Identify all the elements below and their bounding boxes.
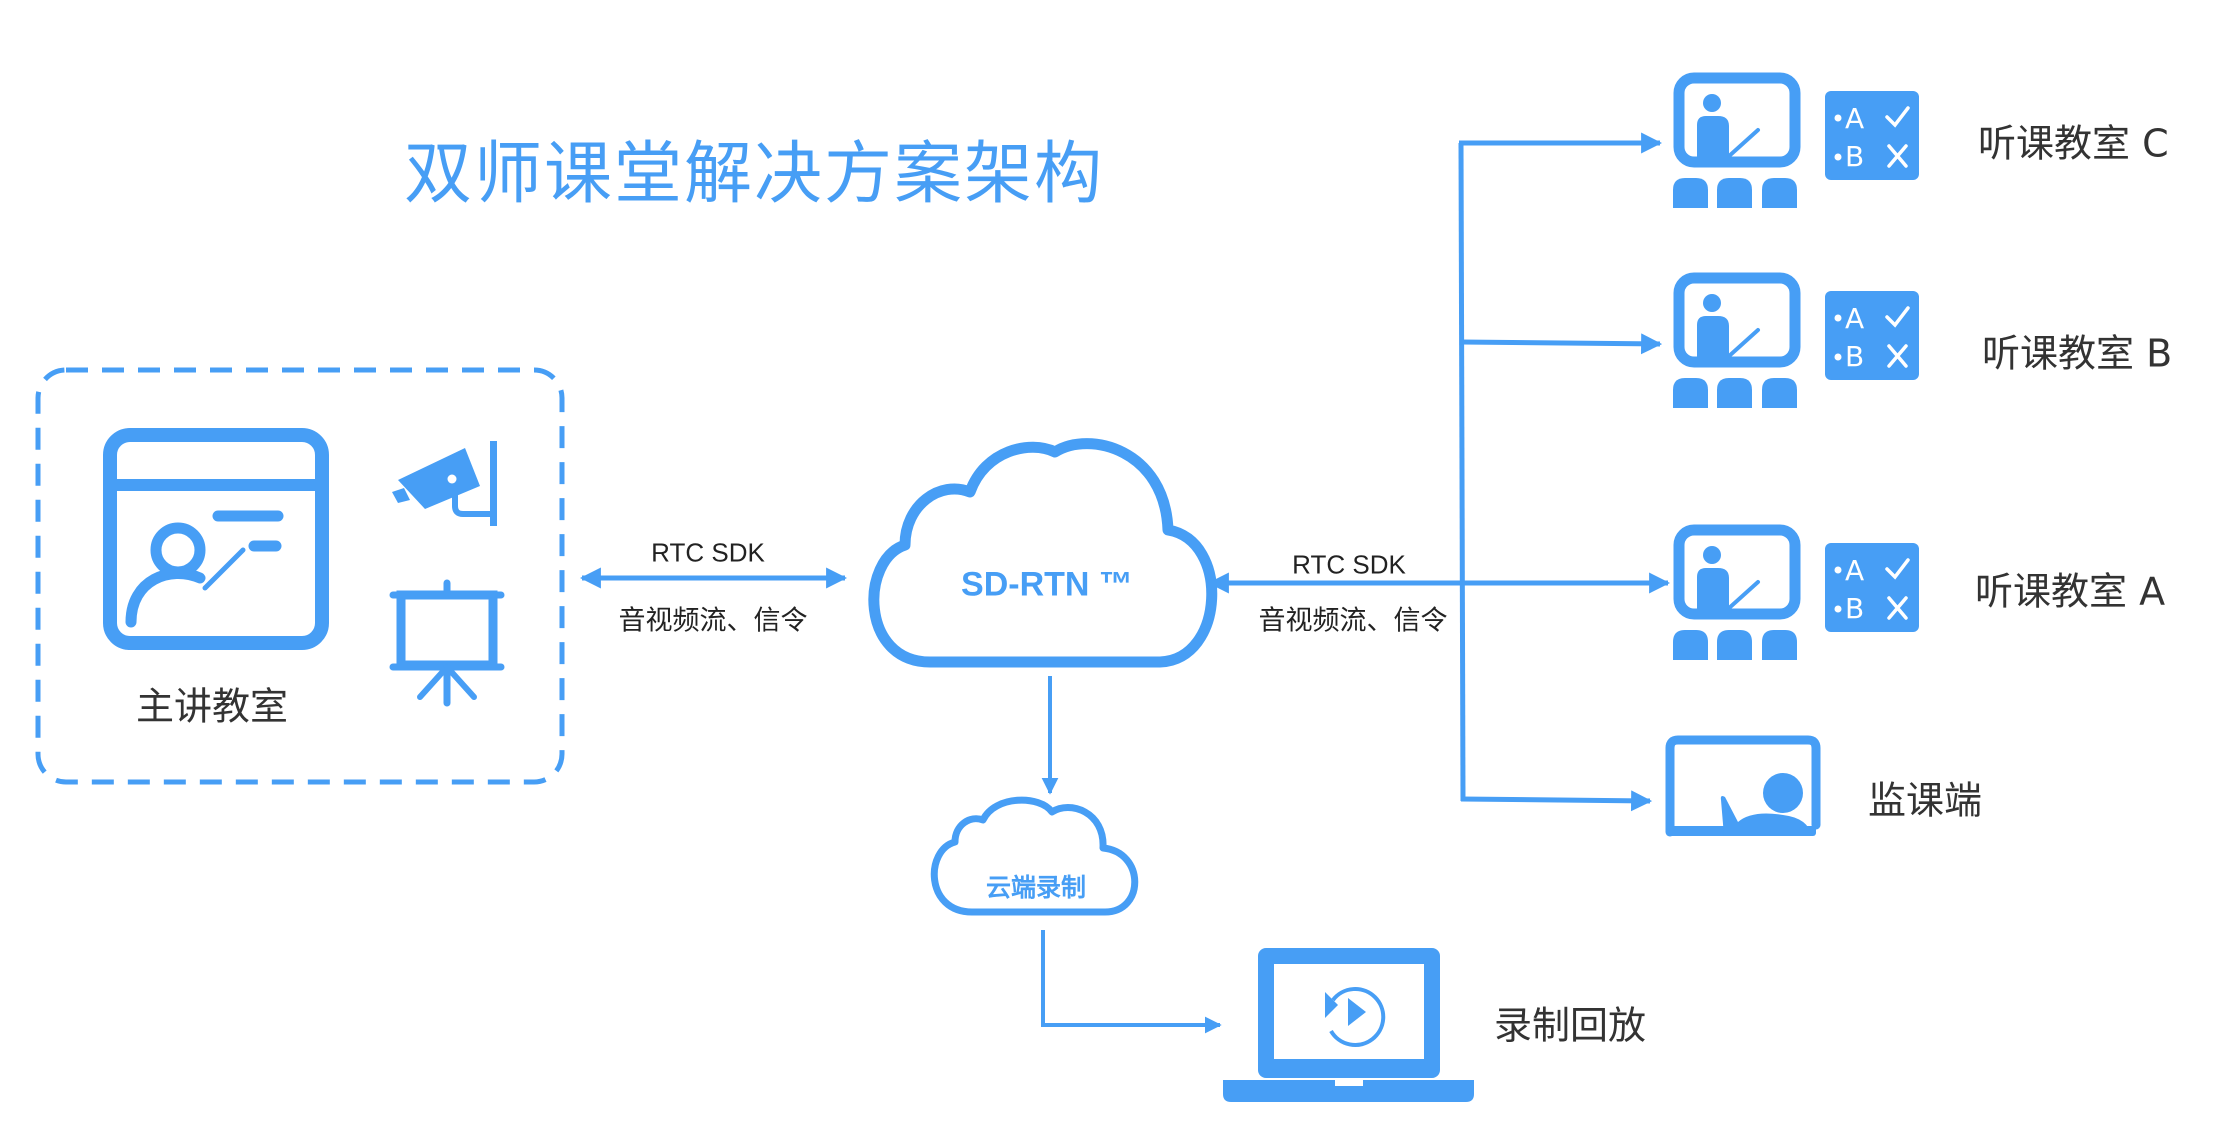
quiz-option-b: B [1845, 140, 1865, 173]
quiz-option-b: B [1845, 340, 1865, 373]
quiz-icon [1823, 289, 1921, 382]
monitor-label: 监课端 [1868, 778, 1983, 823]
classroom-a-label: 听课教室 A [1975, 569, 2166, 614]
quiz-letters: A B [1845, 300, 1864, 376]
left-payload-label: 音视频流、信令 [618, 605, 808, 637]
monitor-icon [1665, 735, 1821, 837]
classroom-icon [1673, 72, 1801, 208]
diagram-title: 双师课堂解决方案架构 [404, 135, 1105, 214]
quiz-letters: A B [1845, 100, 1864, 176]
sd-rtn-label: SD-RTN ™ [961, 565, 1133, 604]
quiz-icon [1825, 91, 1919, 180]
arrow-to-monitor [1460, 790, 1653, 812]
distribution-trunk [1458, 142, 1466, 802]
right-protocol-label: RTC SDK [1292, 549, 1406, 580]
arrow-to-classroom-b [1460, 333, 1663, 355]
quiz-option-a: A [1845, 302, 1865, 335]
presenter-group-box [35, 367, 565, 785]
classroom-c-label: 听课教室 C [1978, 121, 2169, 166]
playback-laptop-icon [1223, 948, 1474, 1102]
playback-label: 录制回放 [1494, 1003, 1647, 1048]
projector-screen-icon [389, 579, 505, 707]
quiz-option-b: B [1845, 592, 1865, 625]
classroom-icon [1673, 530, 1797, 660]
presenter-classroom-label: 主讲教室 [135, 684, 289, 729]
cloud-recording-label: 云端录制 [985, 873, 1087, 902]
right-payload-label: 音视频流、信令 [1258, 605, 1448, 637]
cloud-recording-icon [930, 796, 1139, 916]
quiz-option-a: A [1845, 554, 1865, 587]
arrow-to-playback [1041, 930, 1222, 1034]
classroom-icon [1673, 278, 1797, 408]
classroom-b-label: 听课教室 B [1982, 331, 2173, 376]
quiz-letters: A B [1845, 552, 1864, 628]
quiz-option-a: A [1845, 102, 1865, 135]
camera-icon [392, 441, 497, 526]
teacher-screen-icon [103, 428, 329, 650]
sd-rtn-cloud-icon [868, 438, 1218, 668]
left-protocol-label: RTC SDK [651, 537, 765, 568]
quiz-icon [1823, 541, 1921, 634]
